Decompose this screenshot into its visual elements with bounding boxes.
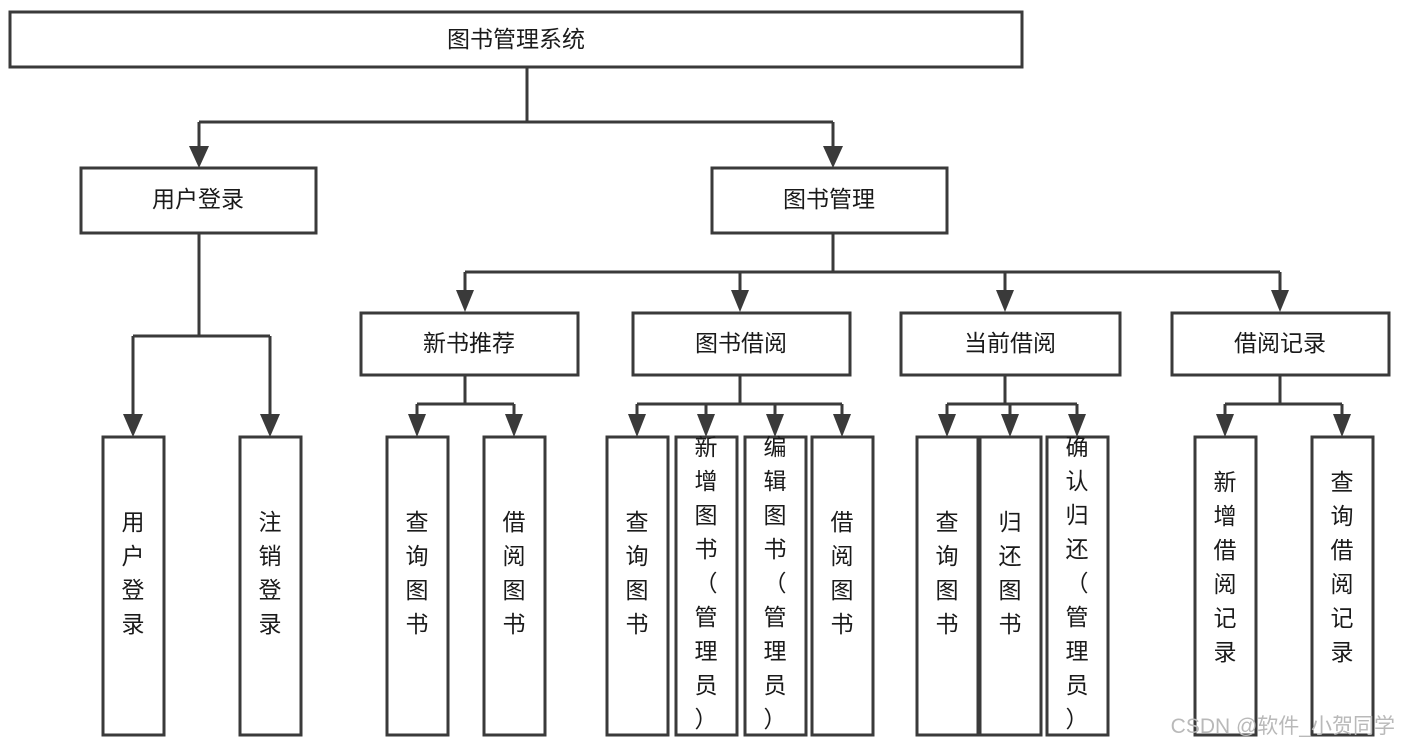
leaf-new-book-2[interactable]: 借阅图书 [482, 435, 547, 737]
leaf-current-borrow-3-box[interactable] [1045, 435, 1110, 737]
leaf-current-borrow-1-box[interactable] [915, 435, 980, 737]
node-borrow-record[interactable]: 借阅记录 [1170, 311, 1391, 377]
leaf-current-borrow-2[interactable]: 归还图书 [978, 435, 1043, 737]
arrow-new-book-leaf-1 [408, 414, 426, 437]
leaf-book-borrow-2-box[interactable] [674, 435, 739, 737]
leaf-current-borrow-3[interactable]: 确认归还（管理员） [1045, 434, 1110, 737]
arrow-book-manage-to-book-borrow [731, 290, 749, 312]
watermark-label: CSDN @软件_小贺同学 [1171, 715, 1395, 738]
node-new-book-recommend[interactable]: 新书推荐 [359, 311, 580, 377]
leaf-borrow-record-2-box[interactable] [1310, 435, 1375, 737]
leaf-user-login-1-box[interactable] [101, 435, 166, 737]
node-user-login-box[interactable] [79, 166, 318, 235]
node-new-book-recommend-label: 新书推荐 [423, 330, 515, 356]
node-borrow-record-label: 借阅记录 [1234, 330, 1326, 356]
arrow-root-to-book-manage [823, 146, 843, 168]
leaf-current-borrow-1-label: 查询图书 [936, 509, 959, 637]
leaf-book-borrow-3[interactable]: 编辑图书（管理员） [743, 434, 808, 737]
arrow-current-borrow-leaf-2 [1001, 414, 1019, 437]
node-current-borrow[interactable]: 当前借阅 [899, 311, 1122, 377]
node-current-borrow-label: 当前借阅 [964, 330, 1056, 356]
arrow-book-borrow-leaf-1 [628, 414, 646, 437]
node-borrow-record-box[interactable] [1170, 311, 1391, 377]
leaf-user-login-1-label: 用户登录 [122, 509, 145, 637]
leaf-borrow-record-2-label: 查询借阅记录 [1331, 469, 1354, 665]
arrow-current-borrow-leaf-3 [1068, 414, 1086, 437]
arrow-current-borrow-leaf-1 [938, 414, 956, 437]
leaf-borrow-record-1[interactable]: 新增借阅记录 [1193, 435, 1258, 737]
leaf-borrow-record-1-label: 新增借阅记录 [1214, 469, 1237, 665]
leaf-book-borrow-3-box[interactable] [743, 435, 808, 737]
leaf-borrow-record-1-box[interactable] [1193, 435, 1258, 737]
connector-layer [123, 67, 1351, 437]
node-book-borrow-box[interactable] [631, 311, 852, 377]
node-book-manage-box[interactable] [710, 166, 949, 235]
leaf-user-login-2[interactable]: 注销登录 [238, 435, 303, 737]
node-root-system[interactable]: 图书管理系统 [8, 10, 1024, 69]
leaf-book-borrow-1[interactable]: 查询图书 [605, 435, 670, 737]
node-book-borrow[interactable]: 图书借阅 [631, 311, 852, 377]
leaf-current-borrow-2-label: 归还图书 [999, 509, 1022, 637]
leaf-book-borrow-2-label: 新增图书（管理员） [695, 434, 718, 732]
leaf-new-book-2-box[interactable] [482, 435, 547, 737]
arrow-user-login-leaf-1 [123, 414, 143, 437]
node-root-box[interactable] [8, 10, 1024, 69]
arrow-user-login-leaf-2 [260, 414, 280, 437]
node-book-manage[interactable]: 图书管理 [710, 166, 949, 235]
arrow-book-borrow-leaf-3 [766, 414, 784, 437]
node-user-login[interactable]: 用户登录 [79, 166, 318, 235]
node-root-label: 图书管理系统 [447, 26, 585, 52]
leaf-user-login-1[interactable]: 用户登录 [101, 435, 166, 737]
leaf-new-book-1-box[interactable] [385, 435, 450, 737]
node-book-manage-label: 图书管理 [783, 186, 875, 212]
leaf-new-book-1-label: 查询图书 [406, 509, 429, 637]
node-current-borrow-box[interactable] [899, 311, 1122, 377]
leaf-borrow-record-2[interactable]: 查询借阅记录 [1310, 435, 1375, 737]
arrow-book-manage-to-current-borrow [996, 290, 1014, 312]
node-book-borrow-label: 图书借阅 [695, 330, 787, 356]
leaf-new-book-2-label: 借阅图书 [503, 509, 526, 637]
arrow-borrow-record-leaf-1 [1216, 414, 1234, 437]
arrow-book-borrow-leaf-2 [697, 414, 715, 437]
leaf-book-borrow-3-label: 编辑图书（管理员） [764, 434, 787, 732]
leaf-book-borrow-4-box[interactable] [810, 435, 875, 737]
leaf-user-login-2-label: 注销登录 [259, 509, 282, 637]
leaf-current-borrow-2-box[interactable] [978, 435, 1043, 737]
node-user-login-label: 用户登录 [152, 186, 244, 212]
leaf-new-book-1[interactable]: 查询图书 [385, 435, 450, 737]
leaf-book-borrow-4-label: 借阅图书 [831, 509, 854, 637]
leaf-book-borrow-4[interactable]: 借阅图书 [810, 435, 875, 737]
arrow-root-to-user-login [189, 146, 209, 168]
arrow-book-manage-to-borrow-record [1271, 290, 1289, 312]
arrow-book-borrow-leaf-4 [833, 414, 851, 437]
leaf-book-borrow-2[interactable]: 新增图书（管理员） [674, 434, 739, 737]
node-new-book-recommend-box[interactable] [359, 311, 580, 377]
leaf-current-borrow-1[interactable]: 查询图书 [915, 435, 980, 737]
leaf-book-borrow-1-box[interactable] [605, 435, 670, 737]
leaf-book-borrow-1-label: 查询图书 [626, 509, 649, 637]
arrow-borrow-record-leaf-2 [1333, 414, 1351, 437]
arrow-new-book-leaf-2 [505, 414, 523, 437]
leaf-current-borrow-3-label: 确认归还（管理员） [1066, 434, 1089, 732]
leaf-user-login-2-box[interactable] [238, 435, 303, 737]
arrow-book-manage-to-new-book [456, 290, 474, 312]
